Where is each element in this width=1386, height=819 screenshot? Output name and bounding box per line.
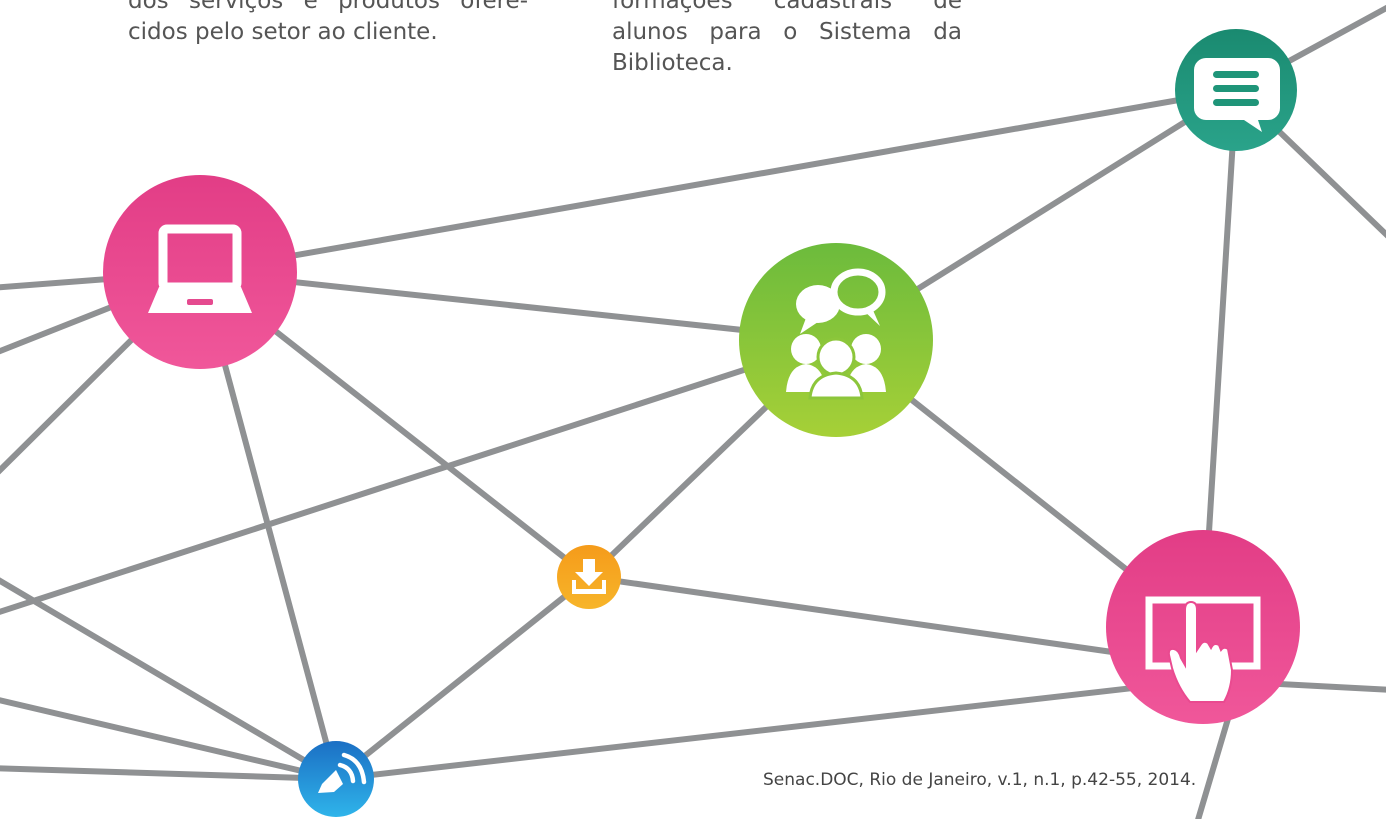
network-line [197, 269, 839, 343]
speaker-node [298, 741, 374, 817]
text-block-middle: formações cadastrais de alunos para o Si… [612, 0, 962, 79]
laptop-node [103, 175, 297, 369]
download-node [557, 545, 621, 609]
network-line [0, 765, 339, 782]
network-line [0, 337, 839, 615]
text-line: alunos para o Sistema da [612, 19, 962, 45]
network-line [197, 87, 1239, 275]
network-line [586, 574, 1206, 668]
chat-bubble-icon [1194, 58, 1280, 132]
touchscreen-node [1106, 530, 1300, 724]
network-line [0, 577, 339, 782]
group-node [739, 243, 933, 437]
citation: Senac.DOC, Rio de Janeiro, v.1, n.1, p.4… [763, 770, 1197, 790]
network-line [1195, 709, 1233, 819]
touchscreen-icon [1145, 596, 1261, 703]
speaker-icon [318, 752, 367, 793]
group-chat-icon [786, 268, 886, 400]
text-block-left: dos serviços e produtos ofere- cidos pel… [128, 0, 528, 48]
text-line: dos serviços e produtos ofere- [128, 0, 528, 14]
text-line: cidos pelo setor ao cliente. [128, 19, 438, 45]
download-icon [572, 559, 606, 594]
network-line [0, 697, 339, 782]
network-line [333, 574, 592, 782]
chat-node [1175, 29, 1297, 151]
network-line [333, 677, 1206, 782]
text-line: formações cadastrais de [612, 0, 962, 14]
text-line: Biblioteca. [612, 50, 733, 76]
